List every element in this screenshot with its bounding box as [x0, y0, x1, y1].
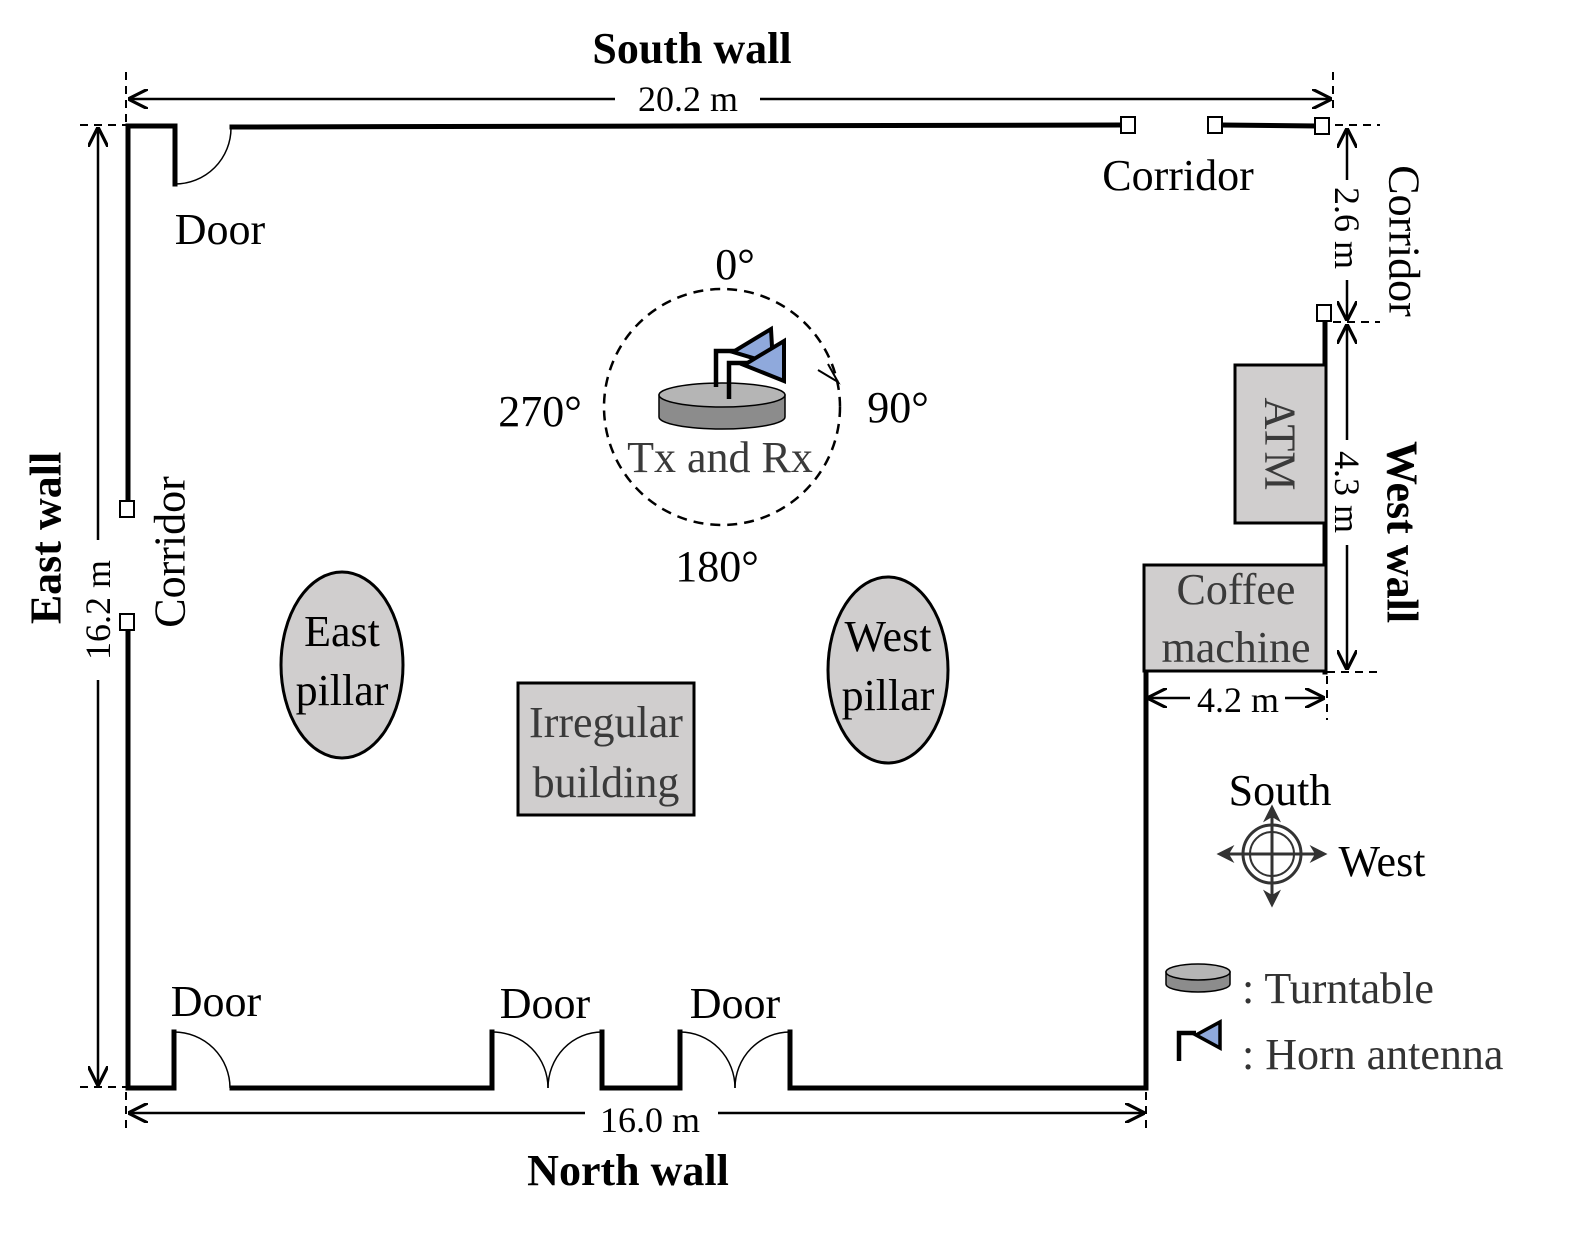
compass-south-label: South	[1229, 766, 1332, 815]
north-length-label: 16.0 m	[600, 1100, 700, 1140]
corridor-post	[1316, 304, 1332, 322]
angle-90-label: 90°	[867, 383, 929, 432]
coffee-machine-label-line2: machine	[1161, 623, 1310, 672]
door-label: Door	[500, 979, 591, 1028]
legend-turntable-label: : Turntable	[1242, 964, 1434, 1013]
irregular-building-label-line1: Irregular	[529, 698, 683, 747]
atm-label: ATM	[1256, 398, 1305, 491]
corridor-post	[1207, 116, 1223, 134]
corridor-post	[1120, 116, 1136, 134]
rotation-arrow-icon	[817, 363, 841, 385]
compass: South West	[1216, 766, 1426, 908]
legend-horn-antenna-label: : Horn antenna	[1242, 1030, 1503, 1079]
east-pillar-label-line1: East	[304, 607, 380, 656]
coffee-machine-block	[1142, 563, 1328, 673]
south-wall-segment	[229, 122, 1123, 130]
corridor-post	[1314, 117, 1330, 135]
corridor-label: Corridor	[1102, 151, 1254, 200]
corridor-label: Corridor	[1380, 165, 1429, 317]
horn-antenna-icon	[739, 337, 786, 384]
corridor-width-label: 2.6 m	[1327, 187, 1367, 269]
west-pillar-label-line1: West	[845, 612, 932, 661]
door-swing-north-1	[173, 1031, 231, 1089]
west-wall-title: West wall	[1378, 441, 1427, 623]
compass-west-label: West	[1339, 837, 1426, 886]
angle-0-label: 0°	[715, 240, 755, 289]
door-swing-north-2b	[547, 1031, 603, 1089]
dimension-lines	[98, 99, 1347, 1113]
east-pillar-label-line2: pillar	[296, 666, 389, 715]
door-swing-south	[174, 127, 232, 185]
south-length-label: 20.2 m	[638, 79, 738, 119]
west-pillar	[826, 575, 950, 765]
corridor-label: Corridor	[146, 476, 195, 628]
step-length-label: 4.2 m	[1197, 680, 1279, 720]
door-swing-north-3b	[734, 1031, 791, 1089]
irregular-building-label-line2: building	[533, 758, 680, 807]
coffee-machine-label-line1: Coffee	[1177, 565, 1296, 614]
south-wall-title: South wall	[592, 24, 791, 73]
legend: : Turntable : Horn antenna	[1165, 963, 1503, 1079]
corridor-post	[119, 613, 135, 631]
corridor-post	[119, 500, 135, 518]
north-wall-segment	[787, 669, 1149, 1091]
txrx-setup: Tx and Rx	[602, 287, 842, 527]
door-label: Door	[690, 979, 781, 1028]
rotation-path	[602, 287, 842, 527]
door-swing-north-2a	[491, 1031, 549, 1089]
door-label: Door	[171, 977, 262, 1026]
north-wall-segment	[229, 1029, 495, 1091]
door-swing-north-3a	[679, 1031, 736, 1089]
south-wall-segment	[1219, 122, 1318, 129]
extension-lines	[80, 72, 1380, 1134]
angle-270-label: 270°	[498, 387, 582, 436]
irregular-building	[516, 681, 696, 817]
north-wall-segment	[125, 1029, 177, 1091]
door-swings	[173, 127, 791, 1089]
legend-horn-antenna-icon	[1176, 1030, 1196, 1061]
corridor-posts	[119, 116, 1332, 631]
angle-180-label: 180°	[675, 542, 759, 591]
north-wall-segment	[599, 1029, 683, 1091]
west-segment-label: 4.3 m	[1327, 451, 1367, 533]
east-pillar	[279, 570, 405, 760]
east-length-label: 16.2 m	[78, 560, 118, 660]
west-pillar-label-line2: pillar	[842, 671, 935, 720]
txrx-label: Tx and Rx	[627, 433, 813, 482]
north-wall-title: North wall	[527, 1146, 729, 1195]
door-label: Door	[175, 205, 266, 254]
east-wall-title: East wall	[22, 452, 71, 624]
atm-block	[1233, 363, 1328, 525]
